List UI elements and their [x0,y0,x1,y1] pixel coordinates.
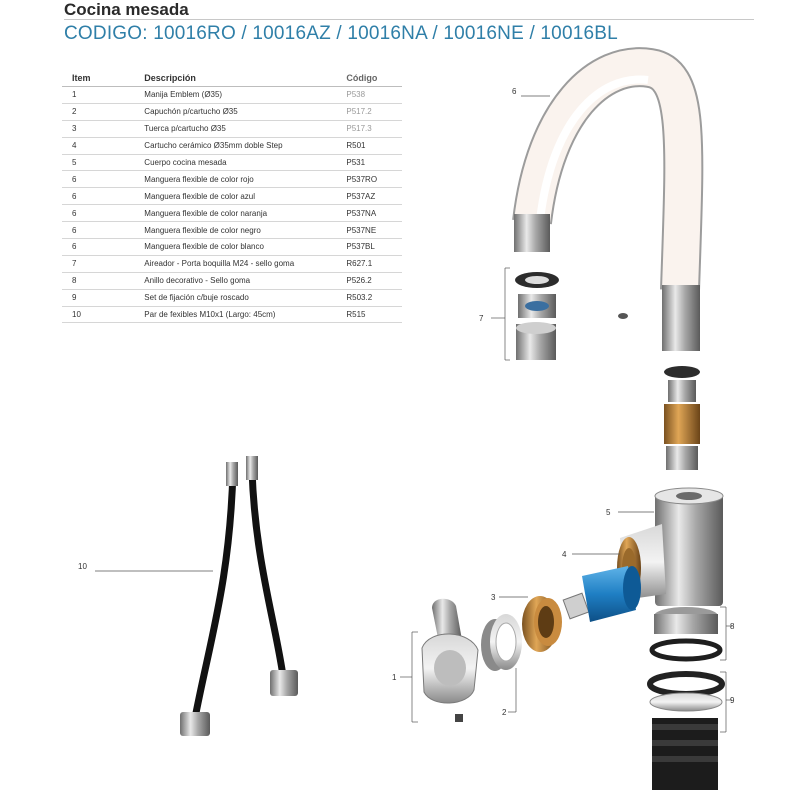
parts-table-row: 7 Aireador - Porta boquilla M24 - sello g… [62,256,402,273]
column-header-item: Item [72,73,91,83]
callout-7: 7 [479,314,484,323]
column-header-description: Descripción [144,73,196,83]
row-code: R515 [346,310,366,320]
row-code: P526.2 [346,276,372,286]
row-code: P537NA [346,208,377,218]
row-description: Manija Emblem (Ø35) [144,90,223,100]
parts-table-row: 6 Manguera flexible de color azul P537AZ [62,188,402,206]
row-code: P537RO [346,174,378,184]
row-item: 8 [72,276,77,286]
page-title: Cocina mesada [64,0,189,19]
row-item: 6 [72,208,77,218]
parts-table-row: 1 Manija Emblem (Ø35) P538 [62,87,402,104]
row-code: R503.2 [346,293,373,303]
row-item: 3 [72,124,77,134]
row-item: 1 [72,90,77,100]
row-code: P517.2 [346,107,372,117]
callout-6: 6 [512,87,517,96]
callout-1: 1 [392,673,397,682]
row-description: Anillo decorativo - Sello goma [144,276,251,286]
row-description: Par de fexibles M10x1 (Largo: 45cm) [144,310,276,320]
callout-5: 5 [606,508,611,517]
header-divider [64,19,754,20]
parts-table-row: 5 Cuerpo cocina mesada P531 [62,155,402,172]
row-item: 6 [72,191,77,201]
parts-table-row: 4 Cartucho cerámico Ø35mm doble Step R501 [62,138,402,155]
handle-part-1 [421,598,479,722]
parts-table-row: 6 Manguera flexible de color negro P537NE [62,222,402,240]
fixing-set-part-9 [647,671,725,790]
row-item: 4 [72,141,77,151]
callout-2: 2 [502,708,507,717]
row-code: P537BL [346,242,375,252]
flexible-pair-part-10 [180,456,298,736]
row-code: R501 [346,141,366,151]
parts-table-row: 9 Set de fijación c/buje roscado R503.2 [62,290,402,307]
aerator-part-7 [515,272,628,360]
hose-connector-stack [664,366,700,470]
row-description: Cartucho cerámico Ø35mm doble Step [144,141,283,151]
parts-table-row: 6 Manguera flexible de color blanco P537BL [62,239,402,256]
parts-table-row: 10 Par de fexibles M10x1 (Largo: 45cm) R51… [62,307,402,324]
cartridge-cap-part-2 [481,614,522,671]
parts-table-row: 2 Capuchón p/cartucho Ø35 P517.2 [62,104,402,121]
column-header-code: Código [346,73,378,83]
callout-3: 3 [491,593,496,602]
callout-9: 9 [730,696,735,705]
row-description: Capuchón p/cartucho Ø35 [144,107,238,117]
row-item: 7 [72,259,77,269]
row-item: 2 [72,107,77,117]
row-description: Manguera flexible de color naranja [144,208,268,218]
row-code: P531 [346,158,366,167]
parts-table-row: 6 Manguera flexible de color naranja P537N… [62,205,402,223]
row-description: Manguera flexible de color rojo [144,174,254,184]
row-code: P537NE [346,225,377,235]
callout-10: 10 [78,562,87,571]
row-description: Tuerca p/cartucho Ø35 [144,124,226,134]
row-code: P538 [346,90,366,100]
callout-4: 4 [562,550,567,559]
row-code: P537AZ [346,191,376,201]
product-codes: CODIGO: 10016RO / 10016AZ / 10016NA / 10… [64,23,618,44]
callout-8: 8 [730,622,735,631]
row-code: P517.3 [346,124,372,134]
row-item: 6 [72,174,77,184]
row-item: 5 [72,158,77,167]
row-description: Manguera flexible de color negro [144,225,261,235]
callout-leaders [95,95,732,733]
decorative-ring-part-8 [649,607,723,662]
parts-table-header: Item Descripción Código [62,70,402,87]
cartridge-nut-part-3 [522,596,562,652]
row-item: 10 [72,310,81,320]
ceramic-cartridge-part-4 [562,566,641,622]
row-description: Manguera flexible de color azul [144,191,256,201]
parts-table-body: 1 Manija Emblem (Ø35) P538 2 Capuchón p/cart… [62,87,402,324]
parts-table-row: 8 Anillo decorativo - Sello goma P526.2 [62,273,402,290]
parts-table-row: 3 Tuerca p/cartucho Ø35 P517.3 [62,121,402,138]
parts-table: Item Descripción Código 1 Manija Emblem (… [62,70,402,324]
row-item: 6 [72,242,77,252]
row-description: Manguera flexible de color blanco [144,242,264,252]
parts-table-row: 6 Manguera flexible de color rojo P537RO [62,171,402,189]
row-description: Set de fijación c/buje roscado [144,293,249,303]
flexible-hose-part-6 [512,47,704,351]
row-code: R627.1 [346,259,373,269]
row-description: Aireador - Porta boquilla M24 - sello go… [144,259,295,269]
row-item: 6 [72,225,77,235]
row-item: 9 [72,293,77,303]
row-description: Cuerpo cocina mesada [144,158,227,167]
